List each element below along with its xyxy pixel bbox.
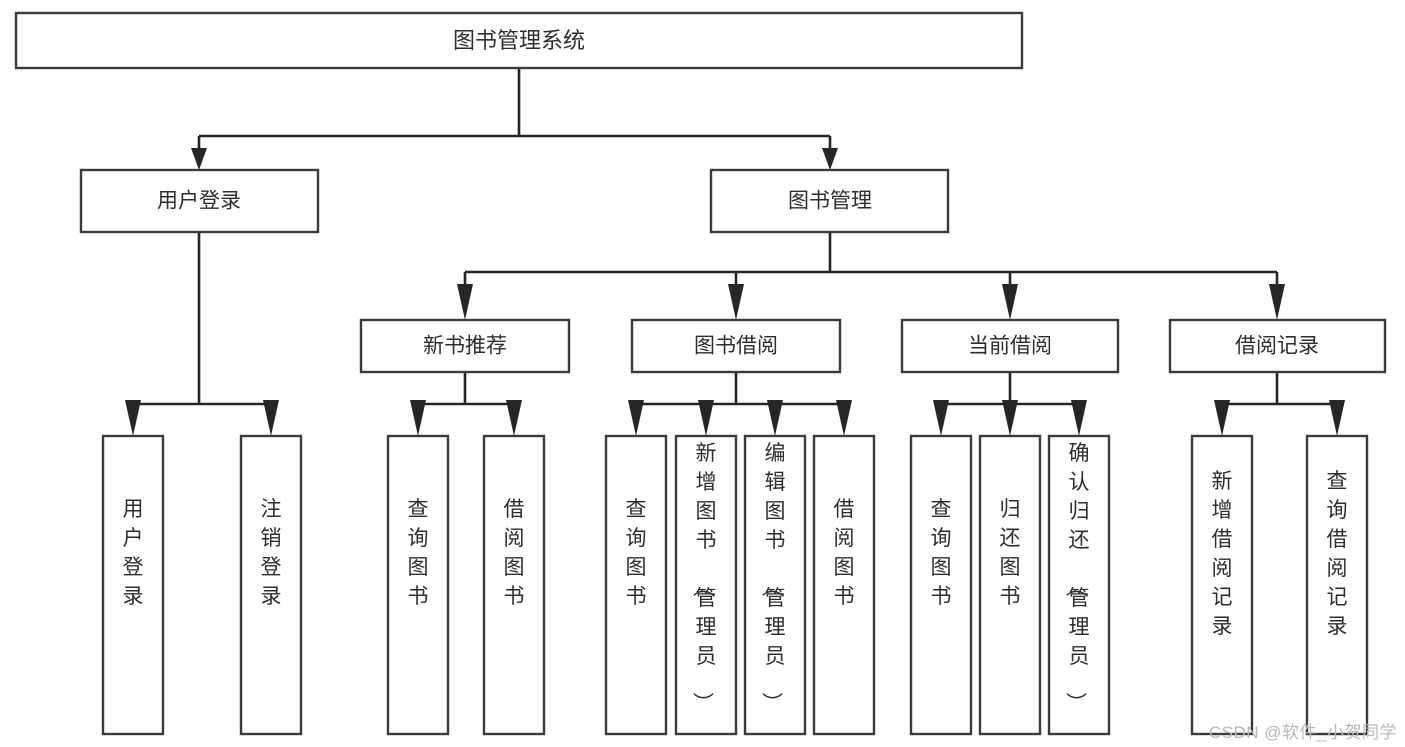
leaf-new-book-0-box[interactable]: [386, 434, 450, 736]
arrow-root-to-book-mgmt: [822, 148, 838, 170]
node-book-borrow-label: 图书借阅: [694, 335, 778, 358]
leaf-borrow-record-1-label: 查询借阅记录: [1327, 470, 1348, 638]
node-root[interactable]: 图书管理系统: [14, 11, 1024, 70]
leaf-node[interactable]: 查询借阅记录: [1305, 434, 1369, 736]
leaf-node[interactable]: 归还图书: [978, 434, 1042, 736]
arrow-to-new-book: [457, 284, 473, 320]
leaf-new-book-1-box[interactable]: [482, 434, 546, 736]
node-root-label: 图书管理系统: [453, 28, 585, 53]
leaf-node[interactable]: 新增图书（管理员）: [674, 434, 738, 736]
node-current-borrow-label: 当前借阅: [968, 335, 1052, 358]
leaf-current-borrow-2-label: 确认归还（管理员）: [1064, 442, 1090, 713]
arrow-current-borrow-leaf-2: [1071, 400, 1087, 436]
node-book-management[interactable]: 图书管理: [709, 168, 950, 234]
leaf-current-borrow-1-box[interactable]: [978, 434, 1042, 736]
leaf-book-borrow-2-label: 编辑图书（管理员）: [760, 442, 786, 713]
arrow-borrow-record-leaf-0: [1214, 400, 1230, 436]
arrow-book-borrow-leaf-3: [836, 400, 852, 436]
arrow-to-borrow-record: [1269, 284, 1285, 320]
arrow-borrow-record-leaf-1: [1329, 400, 1345, 436]
leaf-book-borrow-3-box[interactable]: [812, 434, 876, 736]
leaf-node[interactable]: 新增借阅记录: [1190, 434, 1254, 736]
leaf-book-borrow-1-label: 新增图书（管理员）: [691, 442, 717, 713]
leaf-node[interactable]: 查询图书: [909, 434, 973, 736]
leaf-node[interactable]: 借阅图书: [812, 434, 876, 736]
leaf-node[interactable]: 确认归还（管理员）: [1047, 434, 1111, 736]
leaf-current-borrow-0-label: 查询图书: [931, 498, 952, 608]
arrow-to-current-borrow: [1002, 284, 1018, 320]
node-borrow-record-label: 借阅记录: [1235, 335, 1319, 358]
arrow-current-borrow-leaf-0: [933, 400, 949, 436]
arrow-user-login-leaf-0: [125, 400, 141, 436]
leaf-book-borrow-3-label: 借阅图书: [834, 498, 855, 608]
arrow-new-book-leaf-0: [410, 400, 426, 436]
node-root-box[interactable]: [14, 11, 1024, 70]
node-user-login[interactable]: 用户登录: [79, 168, 320, 234]
node-book-borrow-box[interactable]: [630, 318, 842, 374]
node-current-borrow[interactable]: 当前借阅: [900, 318, 1120, 374]
node-borrow-record[interactable]: 借阅记录: [1168, 318, 1387, 374]
node-user-login-label: 用户登录: [157, 190, 241, 213]
arrow-book-borrow-leaf-2: [767, 400, 783, 436]
leaf-book-borrow-2-box[interactable]: [743, 434, 807, 736]
leaf-borrow-record-0-box[interactable]: [1190, 434, 1254, 736]
leaf-node[interactable]: 注销登录: [239, 434, 303, 736]
node-new-book-recommend-label: 新书推荐: [423, 335, 507, 358]
connector-layer: [125, 68, 1345, 436]
node-new-book-recommend-box[interactable]: [359, 318, 571, 374]
node-book-management-label: 图书管理: [788, 190, 872, 213]
node-book-management-box[interactable]: [709, 168, 950, 234]
leaf-new-book-0-label: 查询图书: [408, 498, 429, 608]
leaf-user-login-1-label: 注销登录: [261, 498, 282, 608]
leaf-node[interactable]: 查询图书: [604, 434, 668, 736]
arrow-to-book-borrow: [728, 284, 744, 320]
leaf-node[interactable]: 查询图书: [386, 434, 450, 736]
leaf-book-borrow-1-box[interactable]: [674, 434, 738, 736]
arrow-user-login-leaf-1: [263, 400, 279, 436]
leaf-borrow-record-1-box[interactable]: [1305, 434, 1369, 736]
leaf-user-login-1-box[interactable]: [239, 434, 303, 736]
leaf-book-borrow-0-box[interactable]: [604, 434, 668, 736]
leaf-new-book-1-label: 借阅图书: [504, 498, 525, 608]
leaf-current-borrow-1-label: 归还图书: [1000, 498, 1021, 608]
node-current-borrow-box[interactable]: [900, 318, 1120, 374]
leaf-node[interactable]: 借阅图书: [482, 434, 546, 736]
leaf-node[interactable]: 用户登录: [101, 434, 165, 736]
arrow-root-to-user-login: [191, 148, 207, 170]
arrow-current-borrow-leaf-1: [1002, 400, 1018, 436]
arrow-book-borrow-leaf-1: [698, 400, 714, 436]
node-new-book-recommend[interactable]: 新书推荐: [359, 318, 571, 374]
node-borrow-record-box[interactable]: [1168, 318, 1387, 374]
node-user-login-box[interactable]: [79, 168, 320, 234]
leaf-user-login-0-label: 用户登录: [123, 498, 144, 608]
leaf-book-borrow-0-label: 查询图书: [626, 498, 647, 608]
leaf-user-login-0-box[interactable]: [101, 434, 165, 736]
leaf-current-borrow-2-box[interactable]: [1047, 434, 1111, 736]
leaf-borrow-record-0-label: 新增借阅记录: [1212, 470, 1233, 638]
node-book-borrow[interactable]: 图书借阅: [630, 318, 842, 374]
arrow-new-book-leaf-1: [506, 400, 522, 436]
arrow-book-borrow-leaf-0: [628, 400, 644, 436]
leaf-current-borrow-0-box[interactable]: [909, 434, 973, 736]
leaf-node[interactable]: 编辑图书（管理员）: [743, 434, 807, 736]
